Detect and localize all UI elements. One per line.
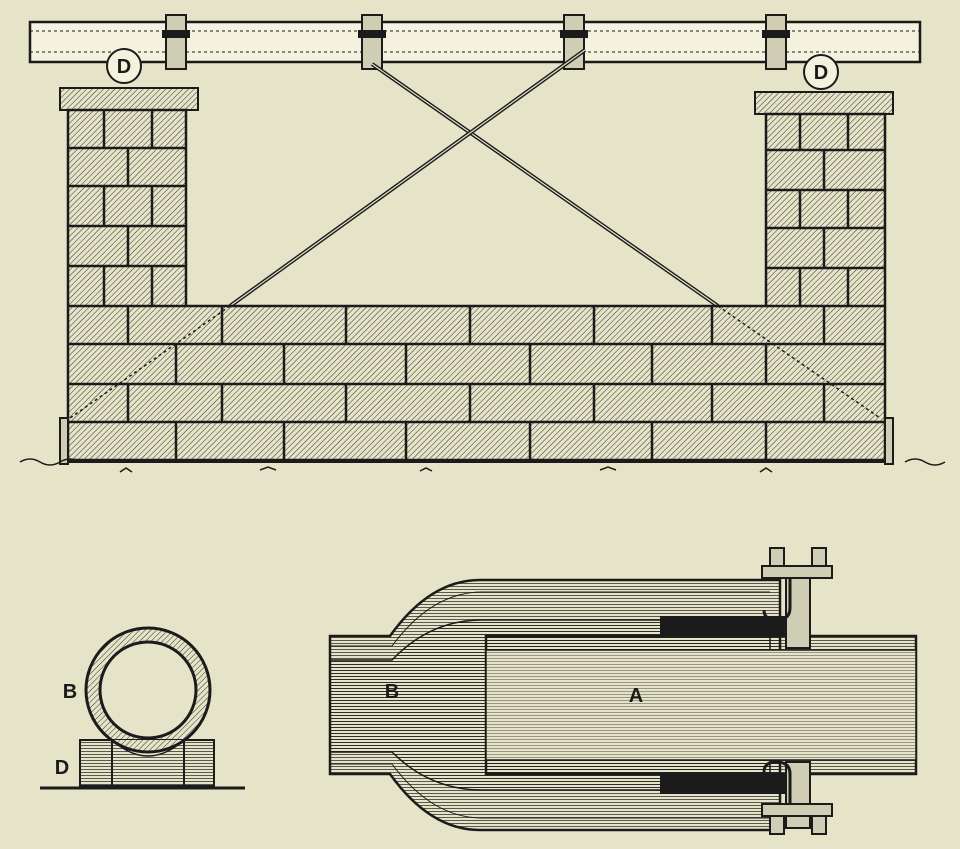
pipe-flange bbox=[762, 14, 790, 70]
ground-line bbox=[19, 458, 946, 473]
pipe-flange bbox=[358, 14, 386, 70]
svg-text:D: D bbox=[117, 56, 131, 78]
pipe-flange bbox=[162, 14, 190, 70]
svg-text:D: D bbox=[55, 757, 69, 779]
pipe-cross-section: B D bbox=[40, 626, 245, 790]
svg-text:A: A bbox=[629, 685, 643, 707]
overhead-pipe bbox=[28, 14, 922, 70]
svg-text:B: B bbox=[385, 681, 399, 703]
svg-text:B: B bbox=[63, 681, 77, 703]
label-d-right: D bbox=[803, 54, 839, 90]
svg-text:D: D bbox=[814, 62, 828, 84]
pipe-flange bbox=[560, 14, 588, 70]
pier-cap-left bbox=[59, 87, 199, 111]
spigot-socket-joint: B A bbox=[328, 547, 918, 835]
label-d-left: D bbox=[106, 48, 142, 84]
brick-wall bbox=[59, 108, 894, 465]
pier-cap-right bbox=[754, 91, 894, 115]
